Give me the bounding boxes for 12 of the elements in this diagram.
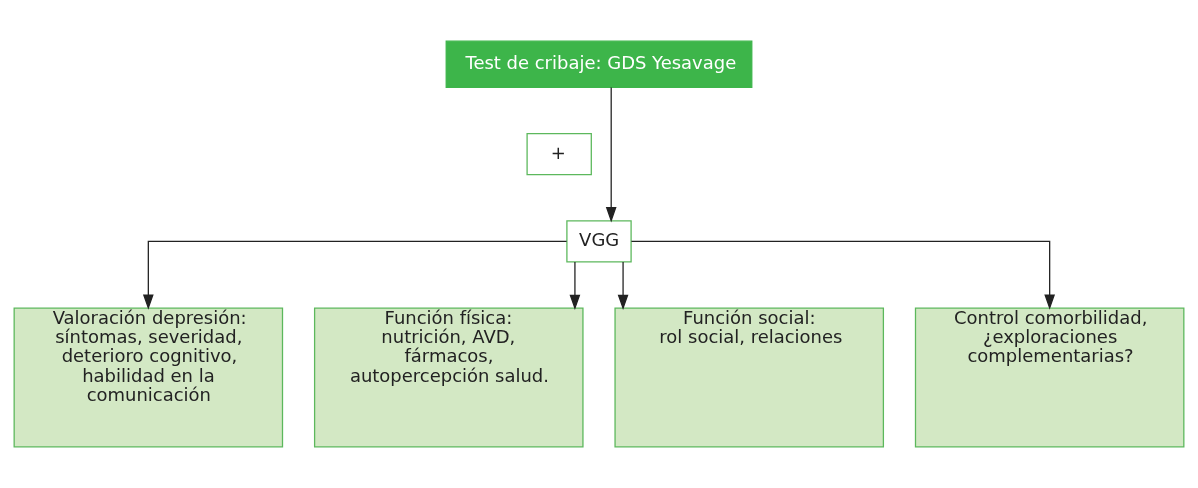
node-box: VGG [566, 220, 632, 263]
arrow [142, 240, 568, 310]
node-box: + [526, 132, 592, 176]
node-box: Función física: nutrición, AVD, fármacos, autopercepción salud. [313, 307, 584, 448]
node-box: Función social: rol social, relaciones [614, 307, 885, 448]
node-box: Valoración depresión: síntomas, severidad, deterioro cognitivo, habilidad en la comunicación [13, 307, 284, 448]
arrow [569, 261, 581, 311]
node-box: Control comorbilidad, ¿exploraciones complementarias? [914, 307, 1185, 448]
node-box: Test de cribaje: GDS Yesavage [445, 40, 753, 88]
arrow [617, 261, 629, 311]
arrow [630, 240, 1056, 310]
arrow [605, 86, 617, 223]
